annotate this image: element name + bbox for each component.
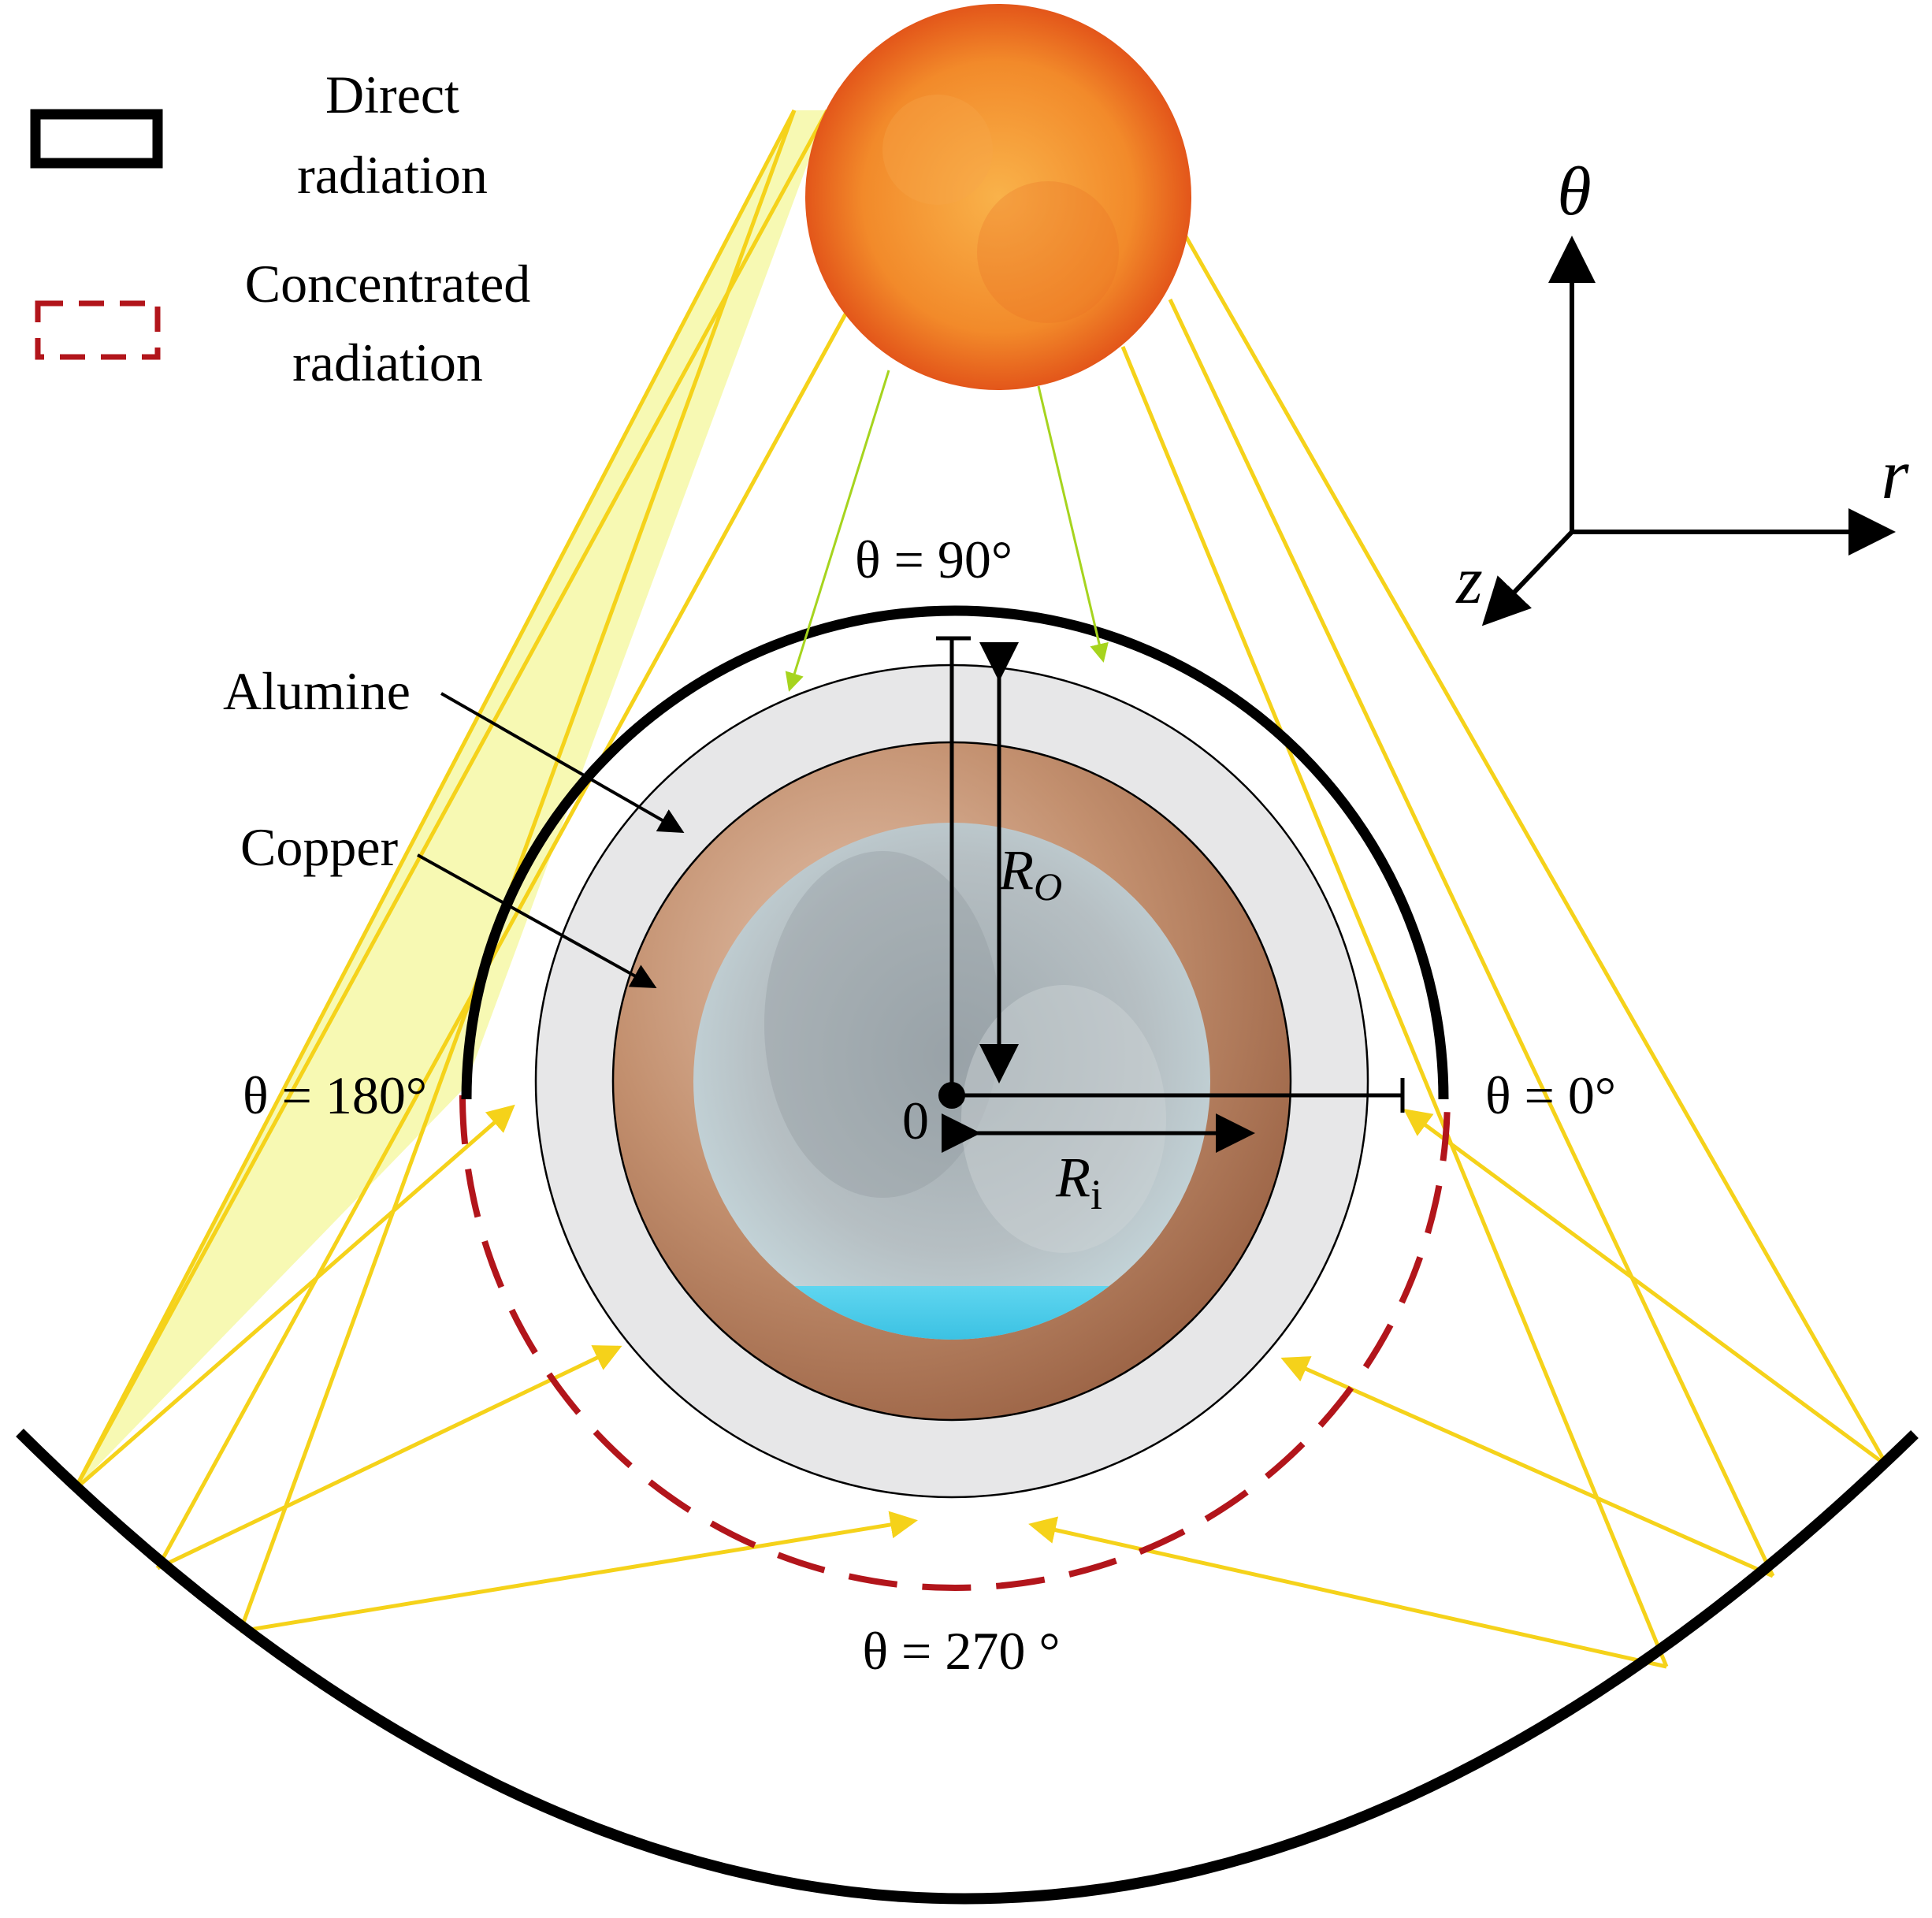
r-outer-label: RO	[998, 838, 1062, 909]
copper-leader	[417, 853, 657, 988]
sun-direct-arrow-right	[1037, 385, 1109, 663]
theta-90-label: θ = 90°	[855, 530, 1012, 589]
parabolic-trough	[16, 1429, 1919, 1905]
legend-dashed-box-icon	[35, 300, 161, 360]
sun-direct-arrow-left	[785, 370, 890, 692]
axis-z-label: z	[1455, 542, 1482, 618]
sun-rays	[72, 109, 1889, 1667]
reflected-rays	[73, 1104, 1889, 1669]
origin-label: 0	[902, 1091, 929, 1150]
theta-180-label: θ = 180°	[243, 1065, 427, 1125]
origin-dot	[938, 1082, 965, 1109]
theta-0-label: θ = 0°	[1485, 1065, 1616, 1125]
legend-direct-line2: radiation	[297, 145, 488, 205]
legend-direct-line1: Direct	[325, 65, 459, 125]
alumine-label: Alumine	[223, 661, 411, 721]
dimension-lines	[936, 636, 1405, 1153]
r-inner-label: Ri	[1055, 1146, 1102, 1218]
copper-label: Copper	[240, 817, 399, 877]
theta-270-label: θ = 270 °	[862, 1621, 1060, 1681]
axis-theta-label: θ	[1557, 154, 1591, 230]
legend-concentrated-line2: radiation	[292, 333, 483, 392]
legend-concentrated-line1: Concentrated	[245, 254, 531, 314]
coordinate-axes	[1481, 236, 1896, 626]
direct-radiation-arc	[461, 605, 1449, 1100]
concentrated-radiation-arc	[459, 1095, 1451, 1591]
axis-r-label: r	[1881, 436, 1909, 514]
sun-icon	[805, 4, 1191, 390]
alumine-leader	[440, 692, 685, 833]
legend-solid-box-icon	[30, 109, 163, 169]
